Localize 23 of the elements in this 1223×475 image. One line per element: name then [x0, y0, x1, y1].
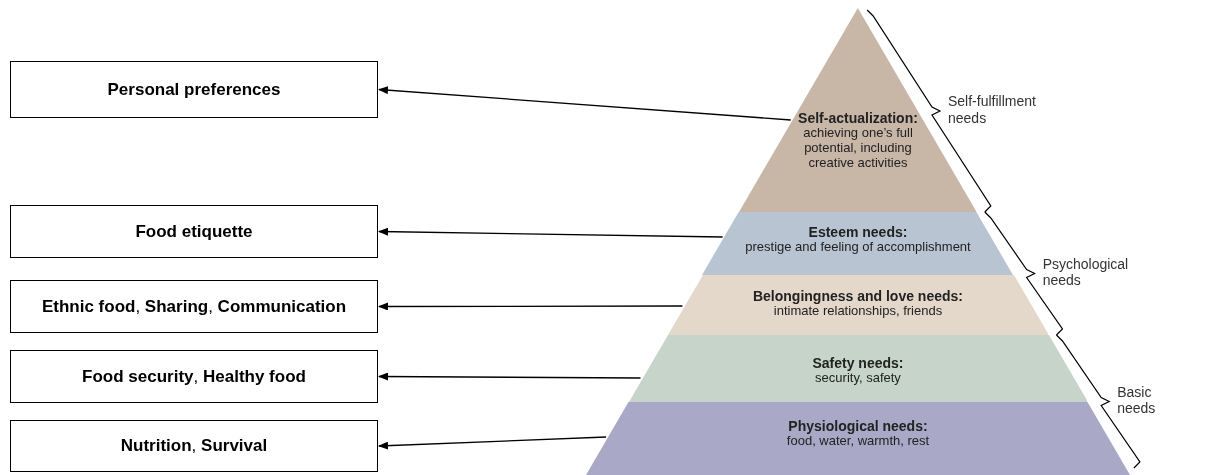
tier-description: food, water, warmth, rest	[786, 434, 930, 450]
tier-heading: Esteem needs:	[808, 224, 908, 241]
tier-description: prestige and feeling of accomplishment	[745, 240, 971, 256]
text-box: Food security, Healthy food	[10, 350, 378, 403]
bracket-label: Basic needs	[1117, 383, 1157, 418]
text-box: Personal preferences	[10, 61, 378, 118]
text-box: Ethnic food, Sharing, Communication	[10, 280, 378, 333]
arrow	[378, 227, 724, 238]
bracket-label: Psychological needs	[1042, 255, 1130, 290]
bracket-label: Self-fulfillment needs	[948, 93, 1037, 127]
tier-heading: Self-actualization:	[798, 110, 918, 127]
tier-heading: Safety needs:	[812, 355, 904, 372]
arrow	[378, 86, 792, 121]
tier-heading: Physiological needs:	[788, 418, 928, 435]
tier-heading: Belongingness and love needs:	[752, 288, 963, 305]
arrow	[378, 302, 684, 311]
arrow	[378, 436, 607, 450]
tier-description: intimate relationships, friends	[773, 304, 943, 320]
arrow	[378, 372, 642, 381]
text-box: Food etiquette	[10, 205, 378, 258]
text-box: Nutrition, Survival	[10, 420, 378, 472]
tier-description: achieving one’s full potential, including creative activities	[802, 126, 914, 171]
tier-description: security, safety	[815, 371, 901, 387]
